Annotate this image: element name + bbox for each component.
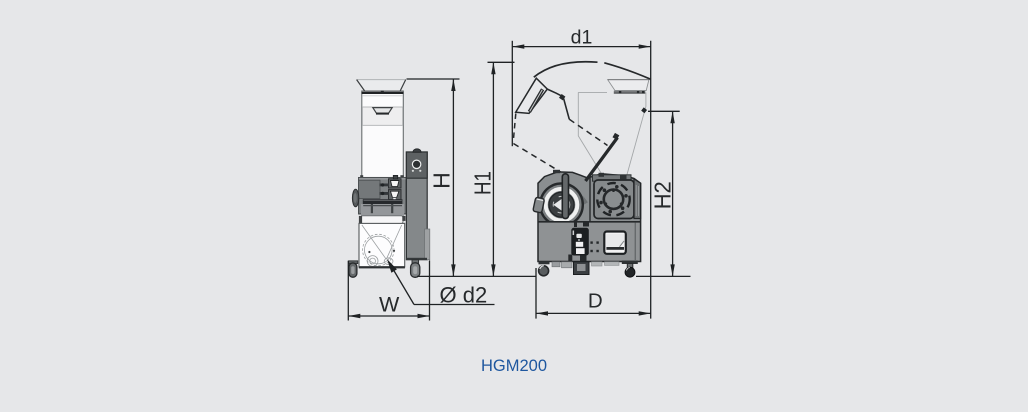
svg-text:D: D	[588, 290, 603, 313]
svg-text:Ø d2: Ø d2	[440, 283, 488, 308]
svg-text:H2: H2	[650, 181, 676, 209]
svg-text:d1: d1	[571, 27, 593, 49]
svg-text:H1: H1	[470, 171, 496, 195]
svg-text:H: H	[429, 172, 455, 189]
svg-text:HGM200: HGM200	[481, 357, 547, 375]
svg-text:W: W	[379, 292, 400, 316]
